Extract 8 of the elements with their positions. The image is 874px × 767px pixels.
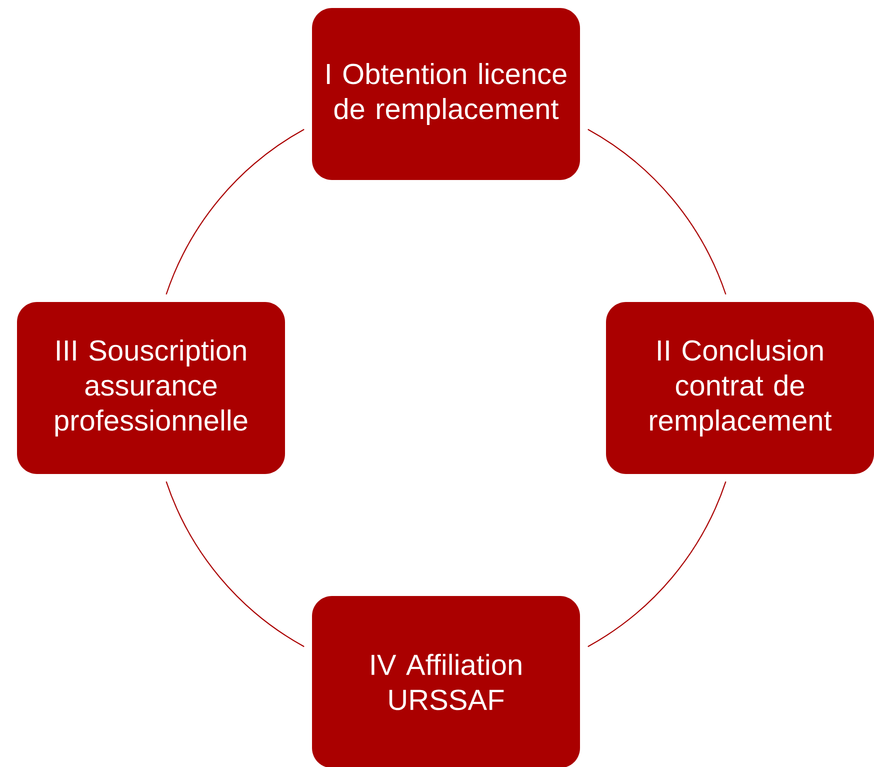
- process-box: III Souscription assurance professionnelle: [17, 302, 285, 474]
- connector-arc: [588, 481, 726, 648]
- connector-arc: [166, 481, 304, 648]
- connector-arc: [166, 128, 304, 295]
- process-box: I Obtention licence de remplacement: [312, 8, 580, 180]
- connector-arc: [588, 128, 726, 295]
- process-box: IV Affiliation URSSAF: [312, 596, 580, 767]
- process-box: II Conclusion contrat de remplacement: [606, 302, 874, 474]
